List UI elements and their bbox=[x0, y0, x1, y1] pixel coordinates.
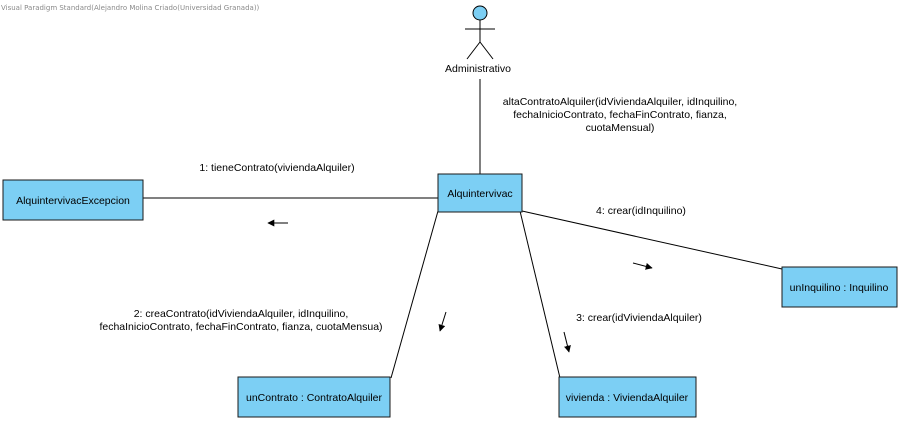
message-2-label-line-2: fechaInicioContrato, fechaFinContrato, f… bbox=[99, 321, 382, 333]
actor-administrativo[interactable]: Administrativo bbox=[445, 5, 511, 75]
watermark-text: Visual Paradigm Standard(Alejandro Molin… bbox=[1, 4, 260, 12]
actor-head-icon bbox=[472, 5, 488, 21]
actor-name: Administrativo bbox=[445, 63, 511, 75]
object-box bbox=[2, 179, 144, 221]
object-box bbox=[781, 266, 898, 308]
object-label: unInquilino : Inquilino bbox=[790, 282, 889, 294]
object-uncontrato[interactable]: unContrato : ContratoAlquiler bbox=[237, 376, 391, 418]
message-1-label: 1: tieneContrato(viviendaAlquiler) bbox=[199, 162, 354, 174]
object-vivienda[interactable]: vivienda : ViviendaAlquiler bbox=[558, 376, 697, 418]
message-4-label: 4: crear(idInquilino) bbox=[596, 205, 686, 217]
object-label: AlquintervivacExcepcion bbox=[16, 195, 130, 207]
object-label: vivienda : ViviendaAlquiler bbox=[566, 392, 689, 404]
message-2-arrow bbox=[438, 311, 447, 332]
message-2-label-line-1: 2: creaContrato(idViviendaAlquiler, idIn… bbox=[134, 308, 349, 320]
actor-left-leg bbox=[466, 41, 481, 60]
object-alquintervivac[interactable]: Alquintervivac bbox=[437, 173, 523, 213]
actor-message-line-3: cuotaMensual) bbox=[586, 122, 655, 134]
object-box bbox=[437, 173, 523, 213]
actor-message-line-1: altaContratoAlquiler(idViviendaAlquiler,… bbox=[503, 96, 737, 108]
link-controller-contrato bbox=[390, 210, 439, 379]
message-3-arrow bbox=[563, 331, 571, 353]
link-controller-vivienda bbox=[519, 210, 561, 379]
actor-message-line-2: fechaInicioContrato, fechaFinContrato, f… bbox=[513, 109, 727, 121]
actor-right-leg bbox=[479, 41, 494, 60]
message-4-arrow bbox=[632, 262, 653, 270]
object-box bbox=[558, 376, 697, 418]
message-3-label: 3: crear(idViviendaAlquiler) bbox=[576, 312, 702, 324]
actor-message: altaContratoAlquiler(idViviendaAlquiler,… bbox=[503, 96, 737, 134]
object-uninquilino[interactable]: unInquilino : Inquilino bbox=[781, 266, 898, 308]
object-alquintervivac-excepcion[interactable]: AlquintervivacExcepcion bbox=[2, 179, 144, 221]
link-controller-inquilino bbox=[521, 210, 783, 270]
object-box bbox=[237, 376, 391, 418]
object-label: unContrato : ContratoAlquiler bbox=[246, 392, 382, 404]
object-label: Alquintervivac bbox=[447, 188, 512, 200]
